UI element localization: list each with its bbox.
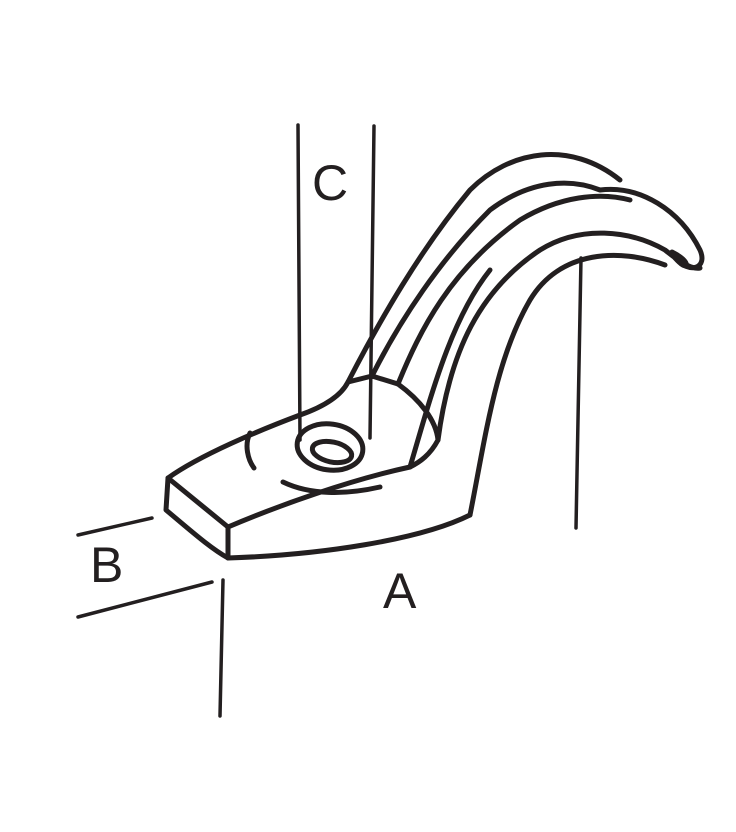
label-a: A (383, 563, 417, 619)
hook-back-edge (407, 267, 493, 470)
hook-arm-middle (369, 180, 705, 379)
dimension-line-b-bottom (76, 580, 214, 619)
dimension-line-b-top (76, 516, 154, 537)
bevel-mark-left (244, 430, 257, 471)
label-b: B (90, 537, 124, 593)
hook-arm-inner (395, 193, 633, 387)
dimension-line-c-right (368, 124, 376, 440)
label-c: C (312, 155, 349, 211)
dimension-line-a-left (218, 578, 225, 718)
mounting-hole-outer (294, 421, 366, 473)
hook-arm-outer (345, 152, 623, 385)
dimension-line-right (574, 256, 583, 530)
hook-tip-eye (669, 249, 689, 269)
bevel-mark-bottom (280, 479, 383, 495)
hook-rear-support (467, 252, 668, 518)
base-top-face (165, 373, 441, 530)
mounting-hole-inner (309, 438, 355, 466)
base-bottom-edge (225, 512, 473, 561)
dimension-line-c-left (296, 123, 302, 442)
